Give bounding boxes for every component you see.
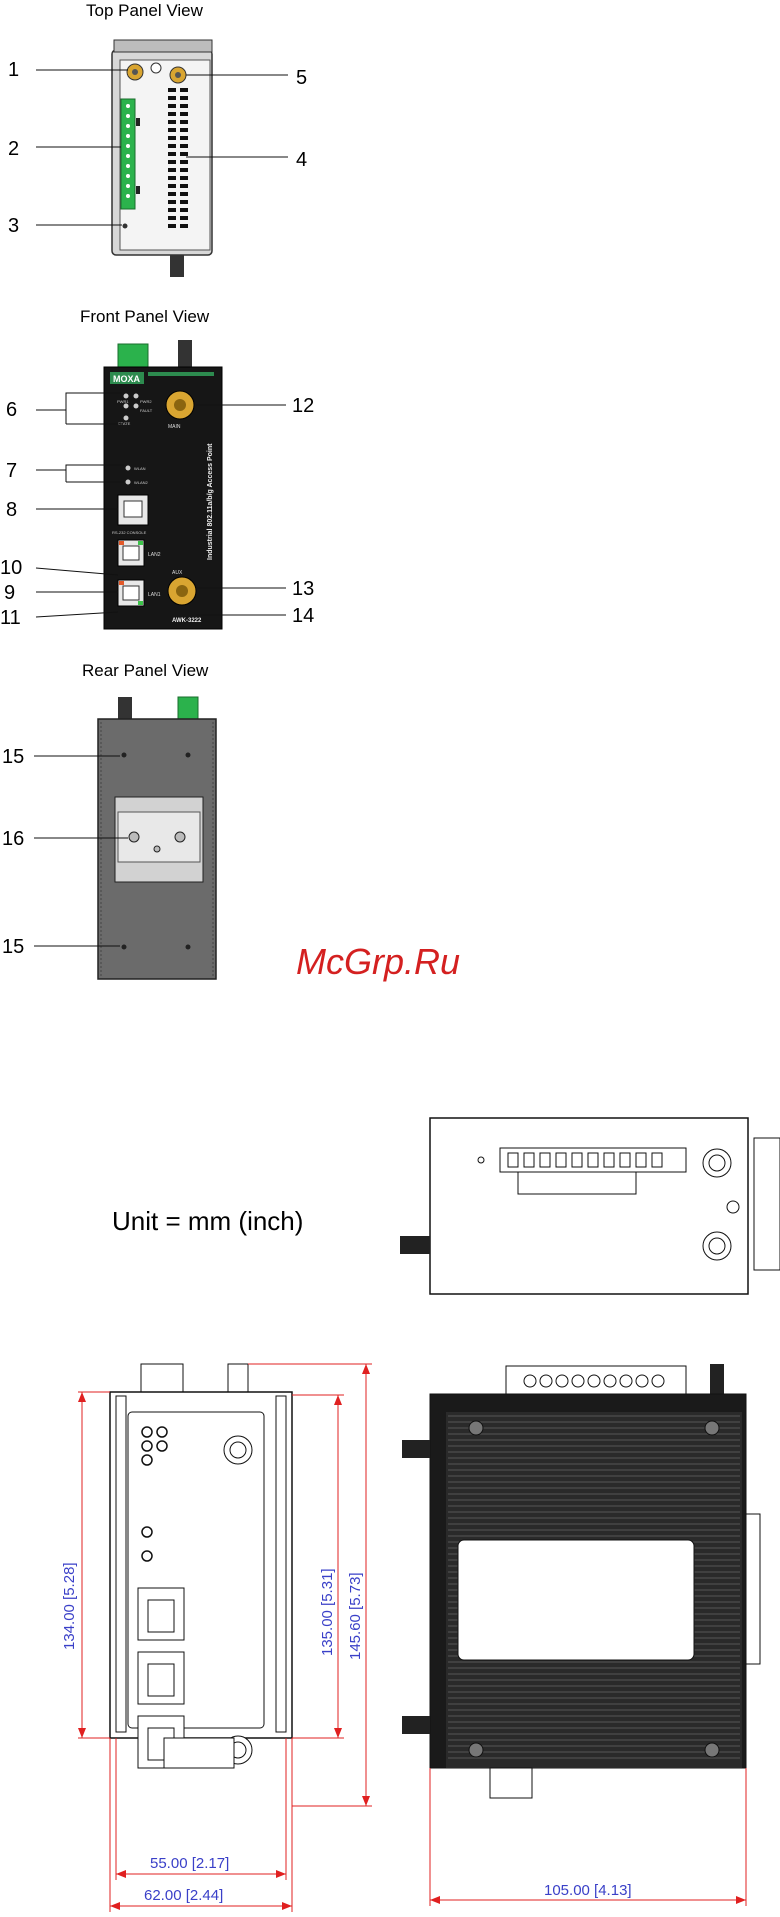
callout-10: 10: [0, 557, 22, 579]
dim-width-62: 62.00 [2.44]: [144, 1887, 223, 1904]
dimension-arrows: [78, 1364, 746, 1910]
brand-text: MOXA: [113, 374, 141, 384]
callout-8: 8: [6, 499, 17, 521]
vent-grille: [168, 88, 188, 228]
top-outline-side-antenna: [400, 1236, 430, 1254]
callout-3: 3: [8, 215, 19, 237]
callout-7: 7: [6, 460, 17, 482]
dim-height-134: 134.00 [5.28]: [61, 1562, 78, 1650]
callout-4: 4: [296, 149, 307, 171]
ant2-label: AUX: [172, 570, 183, 576]
callout-15-top: 15: [2, 746, 24, 768]
callout-1: 1: [8, 59, 19, 81]
top-device-rail: [113, 39, 213, 53]
top-panel-title: Top Panel View: [86, 1, 204, 20]
front-panel-view: Front Panel View MOXA MAIN PWR1 PWR2 FAU…: [0, 307, 314, 630]
status-leds: [123, 393, 139, 485]
ant1-label: MAIN: [168, 424, 181, 430]
callout-11: 11: [0, 607, 21, 629]
callout-12: 12: [292, 395, 314, 417]
top-outline-rail: [753, 1137, 780, 1271]
dimension-lines: [78, 1363, 747, 1912]
terminal-pins: [126, 104, 130, 198]
dim-width-55: 55.00 [2.17]: [150, 1855, 229, 1872]
front-top-antenna: [178, 340, 192, 370]
console-label: RS-232 CONSOLE: [112, 530, 147, 535]
reset-button: [122, 223, 128, 229]
led-label-pwr2: PWR2: [140, 399, 152, 404]
callout-2: 2: [8, 138, 19, 160]
dim-height-135: 135.00 [5.31]: [319, 1568, 336, 1656]
rear-screw-hole: [121, 752, 127, 758]
product-vertical-label: Industrial 802.11a/b/g Access Point: [207, 443, 214, 560]
rear-panel-view: Rear Panel View 15 16 15: [2, 661, 217, 980]
dimension-front-view: [109, 1363, 293, 1769]
front-outline-plate: [127, 1411, 265, 1729]
led-label-fault: FAULT: [140, 408, 153, 413]
dim-width-105: 105.00 [4.13]: [544, 1882, 632, 1899]
watermark: McGrp.Ru: [296, 941, 460, 982]
dim-height-145: 145.60 [5.73]: [347, 1572, 364, 1660]
front-panel-title: Front Panel View: [80, 307, 210, 326]
rear-panel-title: Rear Panel View: [82, 661, 209, 680]
top-panel-view: Top Panel View: [8, 1, 307, 277]
lan2-label: LAN2: [148, 552, 161, 558]
led-label-wlan: WLAN: [134, 466, 146, 471]
model-label: AWK-3222: [172, 618, 202, 624]
bottom-antenna-stub: [170, 255, 184, 277]
callout-5: 5: [296, 67, 307, 89]
unit-note: Unit = mm (inch): [112, 1206, 303, 1236]
moxa-logo: [110, 372, 144, 384]
front-terminal-block: [117, 343, 149, 369]
callout-14: 14: [292, 605, 314, 627]
screw-icon: [150, 62, 162, 74]
led-label-state: STATE: [118, 421, 131, 426]
dimension-side-view: [402, 1364, 761, 1799]
side-outline-label-area: [457, 1539, 695, 1661]
led-label-wlan2: WLAN2: [134, 480, 149, 485]
led-label-pwr1: PWR1: [117, 399, 129, 404]
callout-13: 13: [292, 578, 314, 600]
dimension-top-view: [400, 1117, 780, 1295]
lan1-label: LAN1: [148, 592, 161, 598]
din-screw-right: [174, 831, 186, 843]
callout-15-bottom: 15: [2, 936, 24, 958]
top-outline-body: [429, 1117, 749, 1295]
callout-6: 6: [6, 399, 17, 421]
din-screw-left: [128, 831, 140, 843]
callout-9: 9: [4, 582, 15, 604]
callout-16: 16: [2, 828, 24, 850]
